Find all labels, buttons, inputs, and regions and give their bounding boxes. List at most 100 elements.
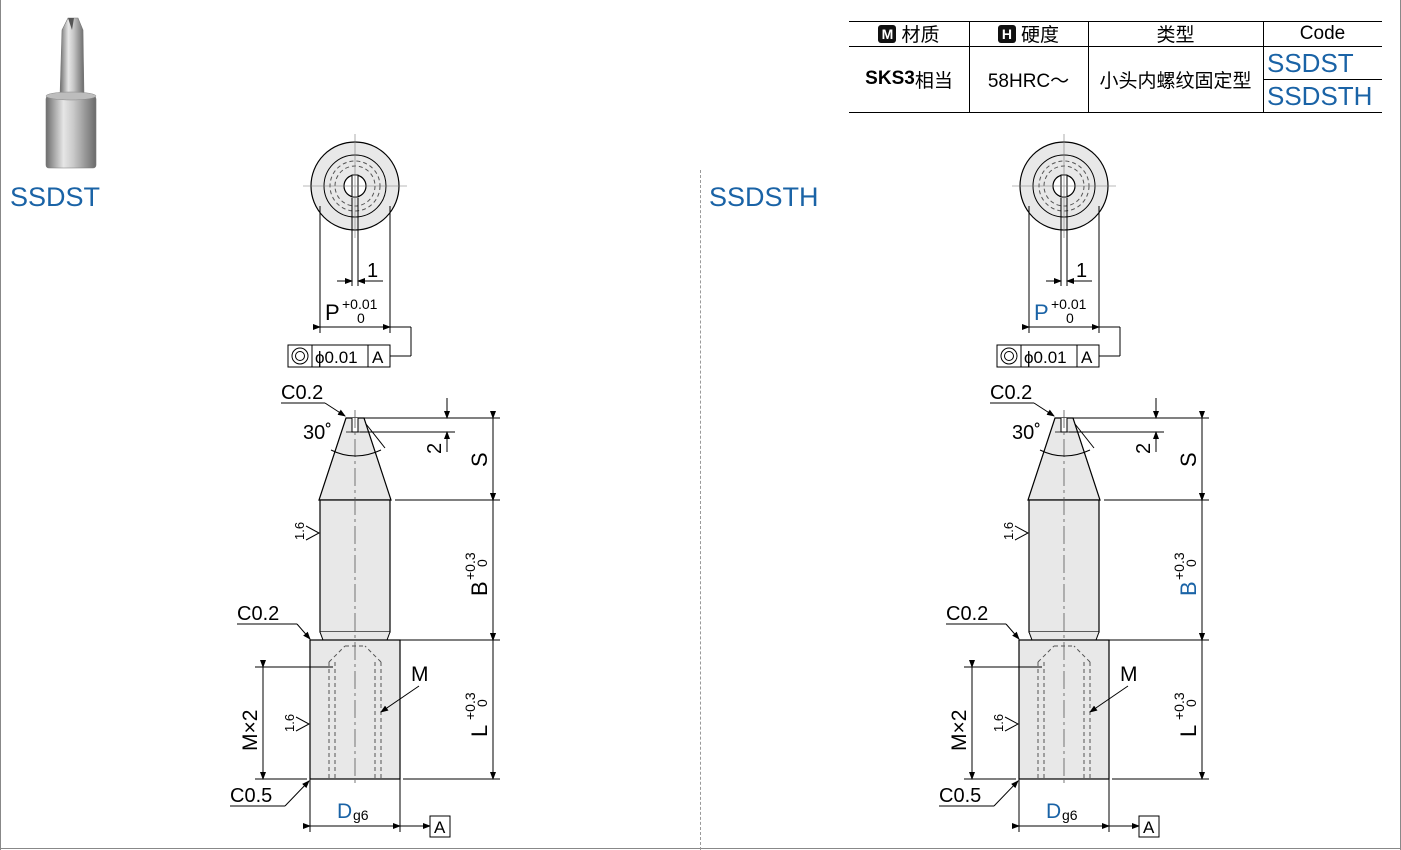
b-tolerance-lower: 0 [1183, 559, 1199, 567]
p-tolerance-upper: +0.01 [342, 296, 378, 312]
roughness-value: 1.6 [292, 522, 307, 540]
slot-depth-label: 2 [424, 443, 446, 454]
leader-arrow [1089, 685, 1129, 713]
b-tolerance-lower: 0 [474, 559, 490, 567]
panel-divider [700, 170, 701, 850]
frame-left-border [0, 0, 1, 850]
cell-hardness: 58HRC～ [987, 70, 1070, 92]
tolerance-value: ϕ0.01 [1024, 348, 1067, 367]
b-dimension-label: B [467, 581, 492, 596]
material-grade: SKS3 [865, 68, 915, 89]
leader-arrow [1005, 623, 1020, 640]
table-bottom-rule [849, 112, 1382, 113]
concentricity-icon [295, 351, 305, 361]
tolerance-frame [287, 344, 391, 368]
material-suffix: 相当 [914, 70, 953, 92]
header-type: 类型 [1156, 25, 1195, 46]
p-dimension-label: P [325, 300, 340, 325]
table-code-divider [1263, 79, 1382, 80]
l-tolerance-lower: 0 [474, 699, 490, 707]
table-header-rule [849, 46, 1382, 47]
roughness-symbol-icon [1004, 716, 1020, 732]
table-col-divider [969, 21, 970, 113]
d-dimension-label: D [1046, 800, 1061, 823]
angle-arc [1039, 449, 1091, 457]
roughness-symbol-icon [1014, 525, 1030, 541]
code-link-ssdsth[interactable]: SSDSTH [1267, 80, 1373, 111]
p-tolerance-lower: 0 [357, 310, 365, 326]
chamfer-mid-label: C0.2 [946, 603, 988, 625]
leader-arrow [1033, 402, 1055, 417]
d-fit-label: g6 [353, 807, 369, 823]
b-tolerance-upper: +0.3 [462, 552, 478, 580]
header-code: Code [1299, 22, 1346, 44]
tolerance-value: ϕ0.01 [315, 348, 358, 367]
l-tolerance-upper: +0.3 [462, 692, 478, 720]
roughness-value: 1.6 [282, 714, 297, 732]
datum-box [429, 815, 451, 838]
d-dimension-label: D [337, 800, 352, 823]
d-fit-label: g6 [1062, 807, 1078, 823]
thread-hidden-line [1037, 645, 1055, 663]
table-top-rule [849, 21, 1382, 22]
angle-extension [365, 423, 386, 449]
l-tolerance-lower: 0 [1183, 699, 1199, 707]
s-dimension-label: S [467, 452, 492, 467]
header-material-label: 材质 [901, 25, 940, 46]
s-dimension-label: S [1176, 452, 1201, 467]
leader-arrow [324, 402, 346, 417]
l-dimension-label: L [467, 725, 492, 737]
leader-arrow [993, 780, 1019, 807]
angle-extension [1074, 423, 1095, 449]
table-col-divider [1088, 21, 1089, 113]
leader-arrow [296, 623, 311, 640]
chamfer-top-label: C0.2 [281, 382, 323, 404]
thread-depth-label: M×2 [239, 710, 262, 751]
l-dimension-label: L [1176, 725, 1201, 737]
thread-m-label: M [411, 663, 429, 686]
roughness-value: 1.6 [991, 714, 1006, 732]
leader-arrow [284, 780, 310, 807]
hardness-tag-icon: H [997, 24, 1016, 43]
code-link-ssdst[interactable]: SSDST [1267, 47, 1354, 78]
drawing-title-ssdst: SSDST [10, 182, 101, 212]
l-tolerance-upper: +0.3 [1171, 692, 1187, 720]
concentricity-icon [291, 347, 309, 365]
drawing-title-ssdsth: SSDSTH [709, 182, 819, 212]
p-tolerance-lower: 0 [1066, 310, 1074, 326]
tolerance-datum: A [1081, 348, 1093, 367]
leader-arrow [380, 685, 420, 713]
cell-type: 小头内螺纹固定型 [1099, 70, 1252, 92]
tolerance-datum: A [372, 348, 384, 367]
roughness-value: 1.6 [1001, 522, 1016, 540]
tolerance-frame [996, 344, 1100, 368]
thread-m-label: M [1120, 663, 1138, 686]
angle-label: 30˚ [1012, 422, 1041, 444]
slot-width-label: 1 [367, 260, 378, 282]
datum-label: A [434, 818, 446, 837]
b-dimension-label: B [1176, 581, 1201, 596]
angle-arc [330, 449, 382, 457]
header-hardness-label: 硬度 [1020, 25, 1059, 46]
chamfer-top-label: C0.2 [990, 382, 1032, 404]
concentricity-icon [1000, 347, 1018, 365]
table-col-divider [1263, 21, 1264, 113]
slot-depth-label: 2 [1133, 443, 1155, 454]
thread-hidden-line [328, 645, 346, 663]
angle-label: 30˚ [303, 422, 332, 444]
slot-width-label: 1 [1076, 260, 1087, 282]
chamfer-mid-label: C0.2 [237, 603, 279, 625]
datum-label: A [1143, 818, 1155, 837]
roughness-symbol-icon [305, 525, 321, 541]
pin-product-photo [45, 17, 97, 169]
material-tag-icon: M [878, 24, 897, 43]
thread-hidden-line [364, 645, 382, 663]
concentricity-icon [1004, 351, 1014, 361]
